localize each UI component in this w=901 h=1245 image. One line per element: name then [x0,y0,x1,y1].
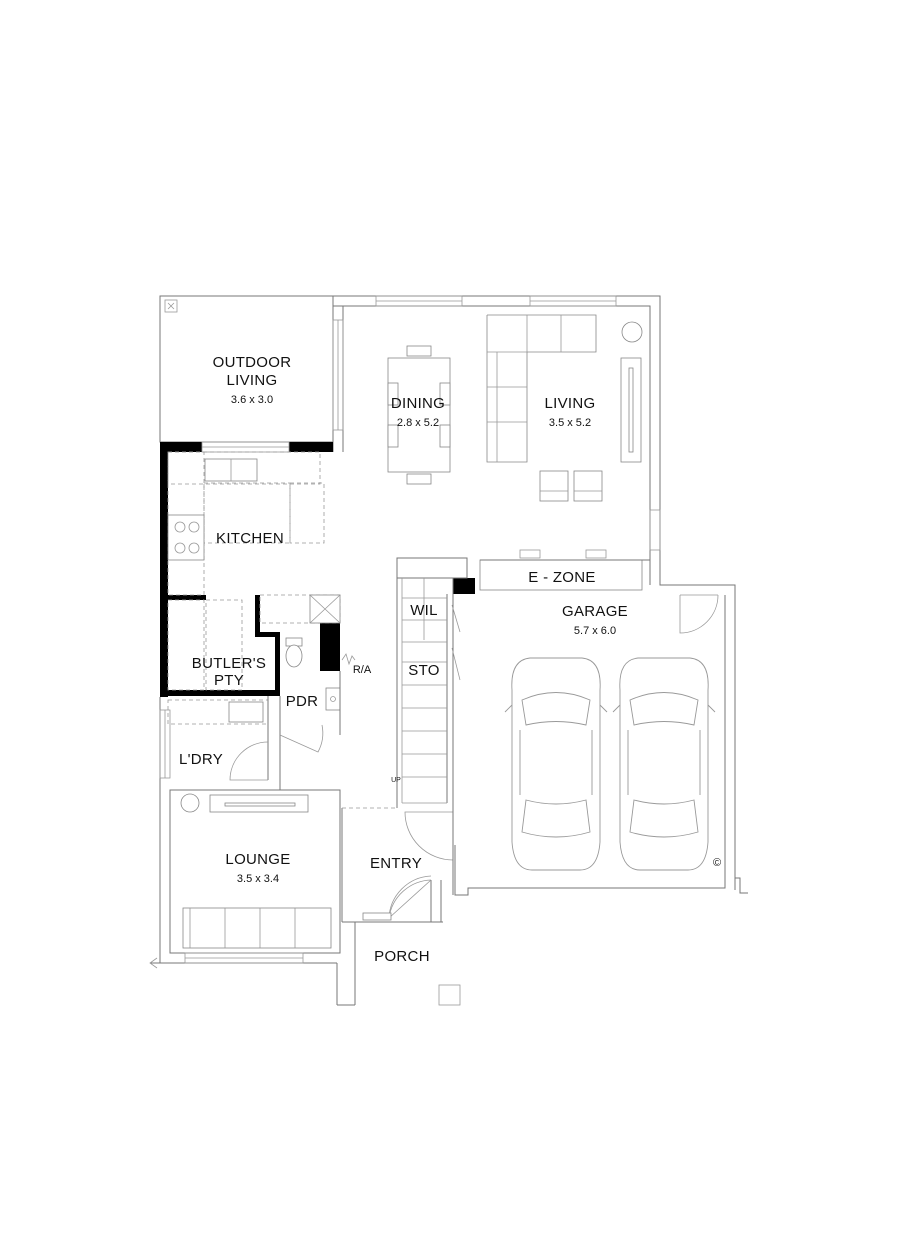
lounge-label: LOUNGE [225,851,290,868]
outdoor-living-label-1: OUTDOOR [213,354,292,371]
porch-label: PORCH [374,948,430,965]
pdr-label: PDR [286,693,319,710]
sto-label: STO [408,662,439,679]
garage-size: 5.7 x 6.0 [574,625,616,637]
dining-table [387,345,451,485]
laundry-tub [228,701,264,723]
pdr-laundry-fixtures [167,637,341,790]
cooktop [167,514,205,561]
garage-door-swing [679,594,719,634]
entry-label: ENTRY [370,855,422,872]
outer-walls [149,295,748,1006]
lounge-furniture [180,793,332,949]
toilet [285,644,303,668]
living-furniture [486,314,643,502]
e-zone-label: E - ZONE [528,569,595,586]
dining-label: DINING [391,395,445,412]
butlers-pantry-label-1: BUTLER'S [192,655,266,672]
car-left [504,657,608,871]
wil-label: WIL [410,602,438,619]
dining-size: 2.8 x 5.2 [397,417,439,429]
copyright-mark: © [713,857,721,869]
entry-doors [342,807,454,921]
butlers-pantry-label-2: PTY [214,672,244,689]
outdoor-living-size: 3.6 x 3.0 [231,394,273,406]
e-zone-desk [479,559,643,591]
car-right [612,657,716,871]
ra-symbol [341,653,356,666]
lounge-size: 3.5 x 3.4 [237,873,279,885]
stairs [396,557,468,808]
kitchen-label: KITCHEN [216,530,284,547]
windows [159,295,661,964]
lounge-sofa [182,907,332,949]
kitchen-joinery [167,451,341,691]
laundry-label: L'DRY [179,751,223,768]
thick-walls [160,442,475,697]
outdoor-living-label-2: LIVING [227,372,278,389]
up-label: UP [391,777,401,784]
living-size: 3.5 x 5.2 [549,417,591,429]
ra-label: R/A [353,664,372,676]
garage-label: GARAGE [562,603,628,620]
living-label: LIVING [545,395,596,412]
